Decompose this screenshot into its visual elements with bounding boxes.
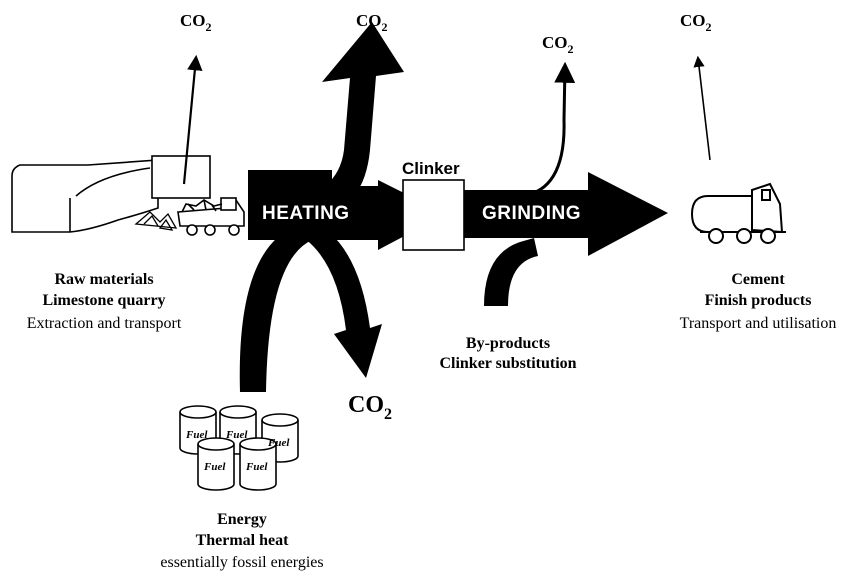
cement-caption: Cement Finish products Transport and uti…	[680, 271, 837, 332]
energy-flow-arrow	[239, 226, 312, 392]
quarry-co2-arrow	[182, 54, 203, 185]
cement-description: Transport and utilisation	[680, 315, 837, 332]
cement-title: Cement	[731, 271, 785, 288]
cement-co2-arrow	[693, 55, 711, 161]
co2-label-quarry: CO2	[180, 11, 212, 34]
fuel-barrel	[239, 437, 277, 491]
raw-materials-subtitle: Limestone quarry	[42, 292, 165, 309]
grinding-co2-arrow	[521, 61, 576, 198]
clinker-label: Clinker	[402, 159, 460, 178]
fuel-barrel	[197, 437, 235, 491]
cement-subtitle: Finish products	[705, 292, 812, 309]
fuel-label: Fuel	[225, 429, 248, 441]
co2-label-heating-down: CO2	[348, 392, 392, 423]
co2-label-heating-up: CO2	[356, 11, 388, 34]
grinding-arrow	[464, 172, 668, 256]
heating-label: HEATING	[262, 203, 350, 224]
raw-materials-title: Raw materials	[54, 271, 153, 288]
energy-description: essentially fossil energies	[160, 554, 323, 571]
fuel-label: Fuel	[185, 429, 208, 441]
heating-co2-up-arrow	[282, 22, 404, 214]
clinker-box	[402, 179, 465, 251]
raw-materials-caption: Raw materials Limestone quarry Extractio…	[27, 271, 182, 332]
fuel-label: Fuel	[203, 461, 226, 473]
co2-label-cement: CO2	[680, 11, 712, 34]
rock-pile-icon	[134, 211, 178, 231]
quarry-truck-icon	[177, 197, 245, 236]
quarry-icon	[11, 155, 211, 233]
cement-truck-icon	[690, 182, 786, 244]
fuel-label: Fuel	[267, 437, 290, 449]
byproducts-caption: By-products Clinker substitution	[439, 335, 576, 372]
heating-arrow	[248, 170, 446, 250]
byproducts-title: By-products	[466, 335, 550, 352]
grinding-label: GRINDING	[482, 203, 581, 224]
heating-co2-down-arrow	[290, 218, 382, 378]
fuel-label: Fuel	[245, 461, 268, 473]
raw-materials-description: Extraction and transport	[27, 315, 182, 332]
fuel-barrels-icon	[179, 405, 299, 491]
co2-label-grinding: CO2	[542, 33, 574, 56]
energy-subtitle: Thermal heat	[196, 532, 290, 549]
energy-title: Energy	[217, 511, 267, 528]
byproducts-subtitle: Clinker substitution	[439, 355, 576, 372]
byproducts-flow-arrow	[484, 238, 538, 306]
energy-caption: Energy Thermal heat essentially fossil e…	[160, 511, 323, 571]
